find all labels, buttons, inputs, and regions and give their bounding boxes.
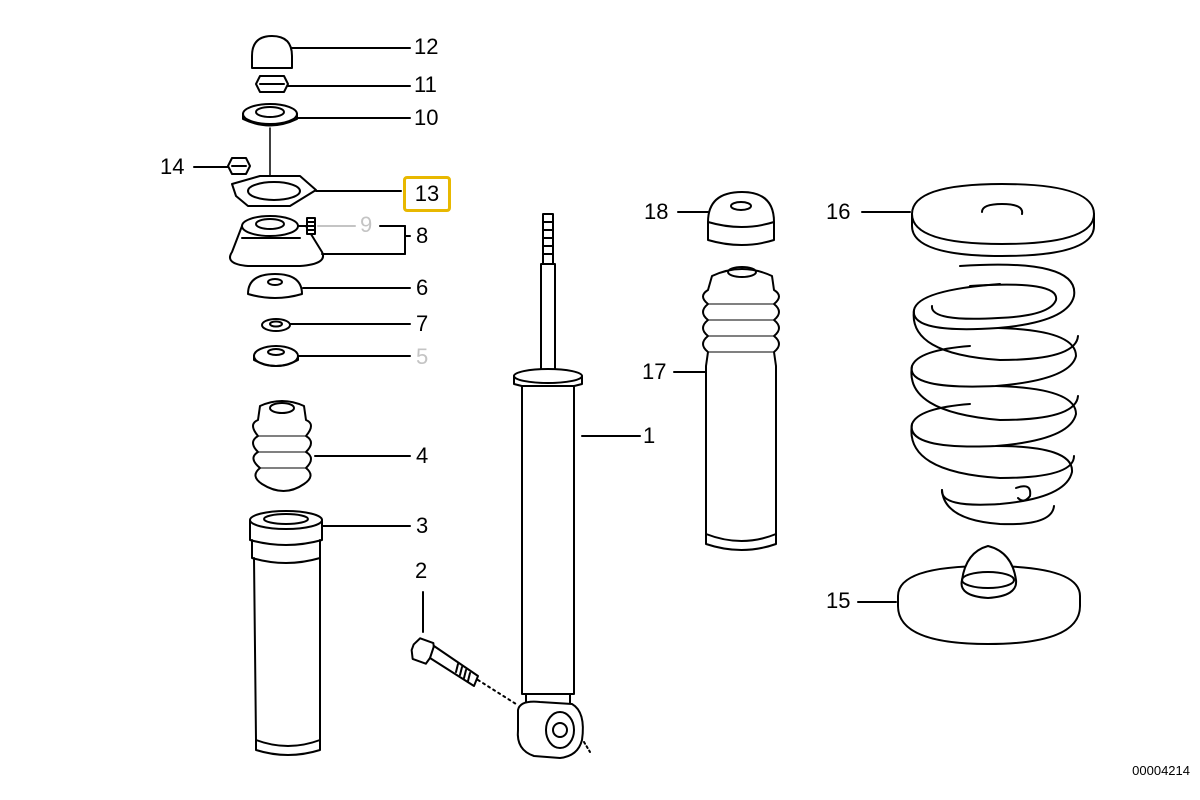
- part-12-cap[interactable]: [252, 36, 292, 68]
- part-6-support-disc[interactable]: [248, 274, 302, 298]
- part-7-washer-small[interactable]: [262, 319, 290, 331]
- part-1-shock-absorber[interactable]: [514, 214, 590, 758]
- part-10-support-bearing[interactable]: [243, 104, 297, 126]
- part-3-protective-tube[interactable]: [250, 511, 322, 755]
- part-15-lower-spring-pad[interactable]: [898, 546, 1080, 644]
- coil-spring[interactable]: [911, 265, 1078, 525]
- callout-15[interactable]: 15: [826, 588, 851, 613]
- callout-6[interactable]: 6: [416, 275, 429, 300]
- callout-8[interactable]: 8: [416, 223, 429, 248]
- callout-18[interactable]: 18: [644, 199, 669, 224]
- callout-16[interactable]: 16: [826, 199, 851, 224]
- callout-14[interactable]: 14: [160, 154, 185, 179]
- callout-4[interactable]: 4: [416, 443, 429, 468]
- part-14-hex-nut[interactable]: [228, 158, 250, 174]
- part-4-bump-stop[interactable]: [253, 401, 311, 491]
- callout-7[interactable]: 7: [416, 311, 429, 336]
- callout-17[interactable]: 17: [642, 359, 667, 384]
- callout-9[interactable]: 9: [360, 212, 373, 237]
- part-11-collar-nut[interactable]: [256, 76, 288, 92]
- callout-11[interactable]: 11: [414, 72, 437, 97]
- callout-3[interactable]: 3: [416, 513, 429, 538]
- callout-12[interactable]: 12: [414, 34, 439, 59]
- part-2-bolt[interactable]: [409, 637, 516, 704]
- part-16-upper-spring-pad[interactable]: [912, 184, 1094, 256]
- callout-10[interactable]: 10: [414, 105, 439, 130]
- callout-13: 13: [414, 181, 440, 206]
- callout-13-highlighted[interactable]: 13: [403, 176, 451, 212]
- part-9-stud[interactable]: [307, 218, 315, 234]
- part-8-strut-mount[interactable]: [230, 216, 323, 266]
- callout-5[interactable]: 5: [416, 344, 429, 369]
- part-5-washer[interactable]: [254, 346, 298, 366]
- diagram-code: 00004214: [1132, 763, 1190, 778]
- callout-1[interactable]: 1: [643, 423, 656, 448]
- callout-2[interactable]: 2: [415, 558, 428, 583]
- leader-8-9: [318, 226, 410, 254]
- part-17-dust-boot[interactable]: [703, 267, 779, 550]
- part-13-gasket[interactable]: [232, 176, 316, 206]
- part-18-rubber-buffer[interactable]: [708, 192, 774, 245]
